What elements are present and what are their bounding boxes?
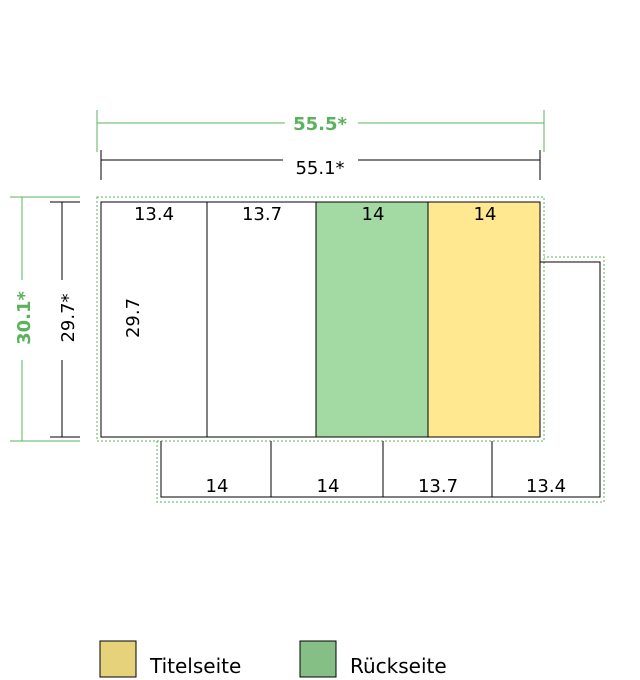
title-cover-panel-width: 14 <box>474 204 497 225</box>
outer-height-dimension: 30.1* <box>10 196 80 442</box>
top-sheet-bleed-outline <box>96 196 545 442</box>
bottom-panel-3-width: 13.7 <box>418 476 458 497</box>
outer-width-dimension: 55.5* <box>96 110 545 152</box>
panel-height-label: 29.7 <box>123 298 144 338</box>
top-panel-2 <box>206 201 317 438</box>
bottom-panel-4-width: 13.4 <box>526 476 566 497</box>
inner-height-dimension: 29.7* <box>50 201 80 438</box>
bottom-panel-row: 14 14 13.7 13.4 <box>160 261 601 498</box>
back-cover-panel <box>315 201 429 438</box>
top-panel-row: 13.4 13.7 14 14 29.7 <box>100 201 541 438</box>
legend-back-label: Rückseite <box>350 654 447 678</box>
legend-title-label: Titelseite <box>149 654 241 678</box>
top-panel-1-width: 13.4 <box>134 204 174 225</box>
title-cover-panel <box>427 201 541 438</box>
back-cover-panel-width: 14 <box>362 204 385 225</box>
inner-width-label: 55.1* <box>295 158 344 179</box>
top-panel-1 <box>100 201 208 438</box>
outer-width-label: 55.5* <box>293 114 347 135</box>
bottom-panel-1-width: 14 <box>206 476 229 497</box>
inner-width-dimension: 55.1* <box>100 150 541 180</box>
legend-title-swatch <box>99 640 137 678</box>
bottom-sheet-bleed-outline <box>156 256 605 503</box>
outer-height-label: 30.1* <box>14 291 35 345</box>
bottom-panel-2-width: 14 <box>317 476 340 497</box>
legend-back-swatch <box>299 640 337 678</box>
top-panel-2-width: 13.7 <box>242 204 282 225</box>
inner-height-label: 29.7* <box>58 293 79 342</box>
legend: Titelseite Rückseite <box>99 640 447 678</box>
